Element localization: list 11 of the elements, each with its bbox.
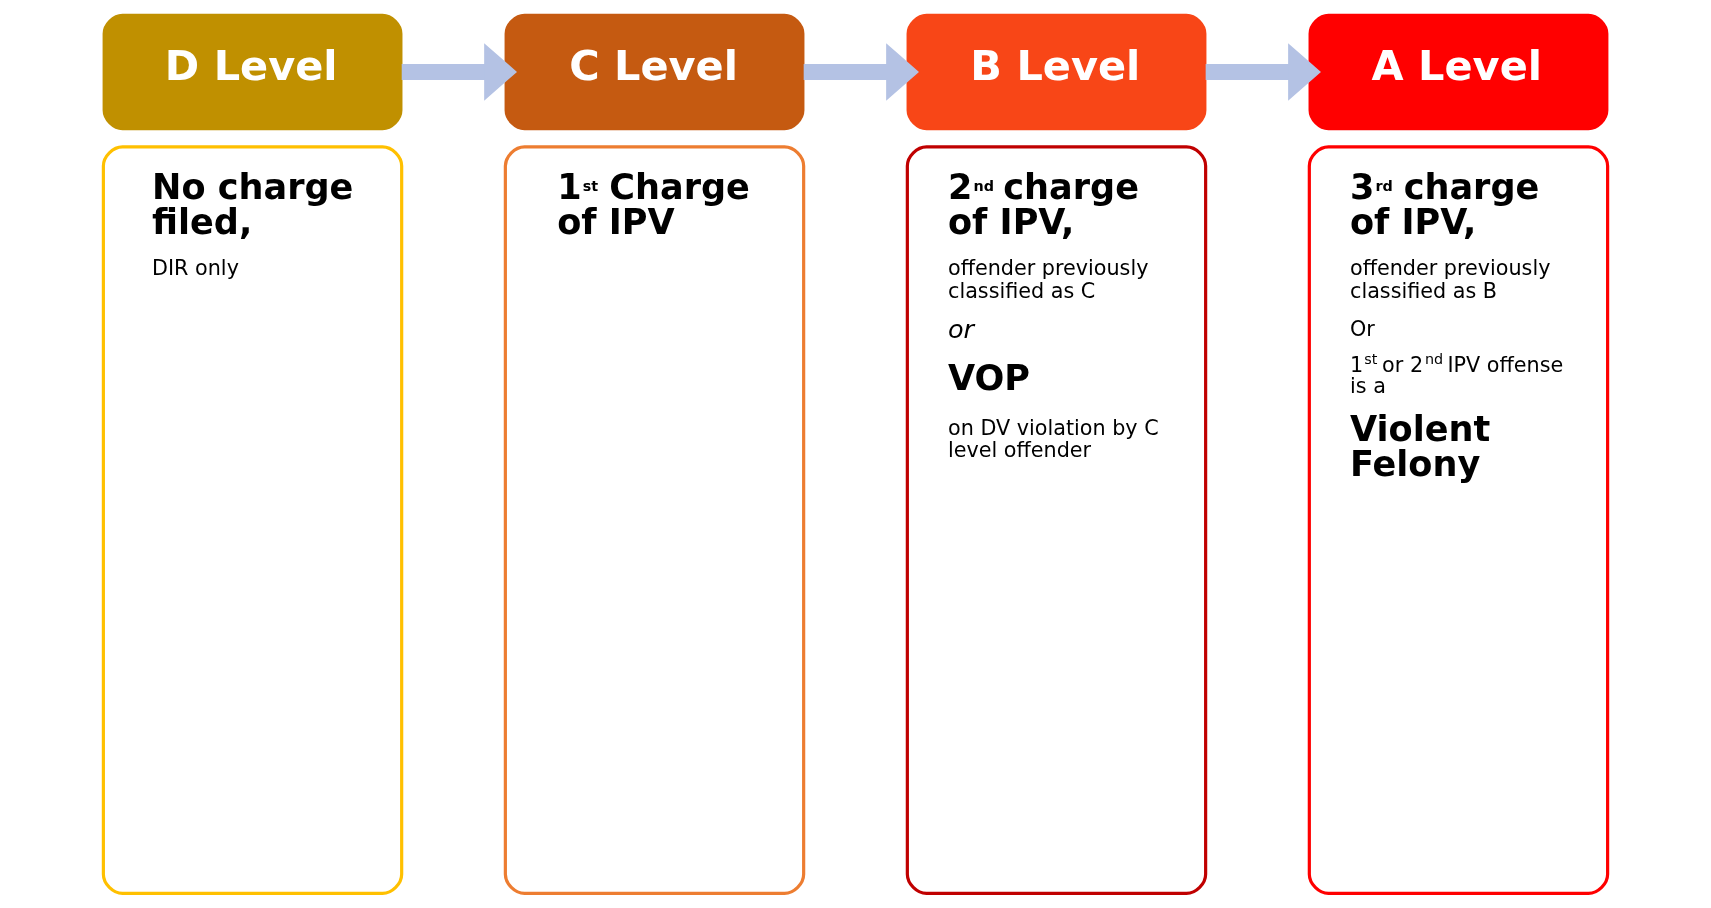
node-box: D Level [102,13,403,131]
node-box: B Level [906,13,1207,131]
arrow [1205,43,1321,101]
arrow [803,43,919,101]
arrow [401,43,517,101]
node-box: C Level [504,13,805,131]
node-box: A Level [1308,13,1609,131]
node-box: 1$^{st}$ Charge of IPV [503,145,806,896]
node-box: No charge filed, DIR only [101,145,404,896]
node-box: 2$^{nd}$ charge of IPV, offender previously classified as C or VOP on DV violation by C level offender [905,145,1208,896]
node-box: 3$^{rd}$ charge of IPV, offender previously classified as B Or 1$^{st}$ or 2$^{nd}$ IPV offense is a Violent Felony [1307,145,1610,896]
